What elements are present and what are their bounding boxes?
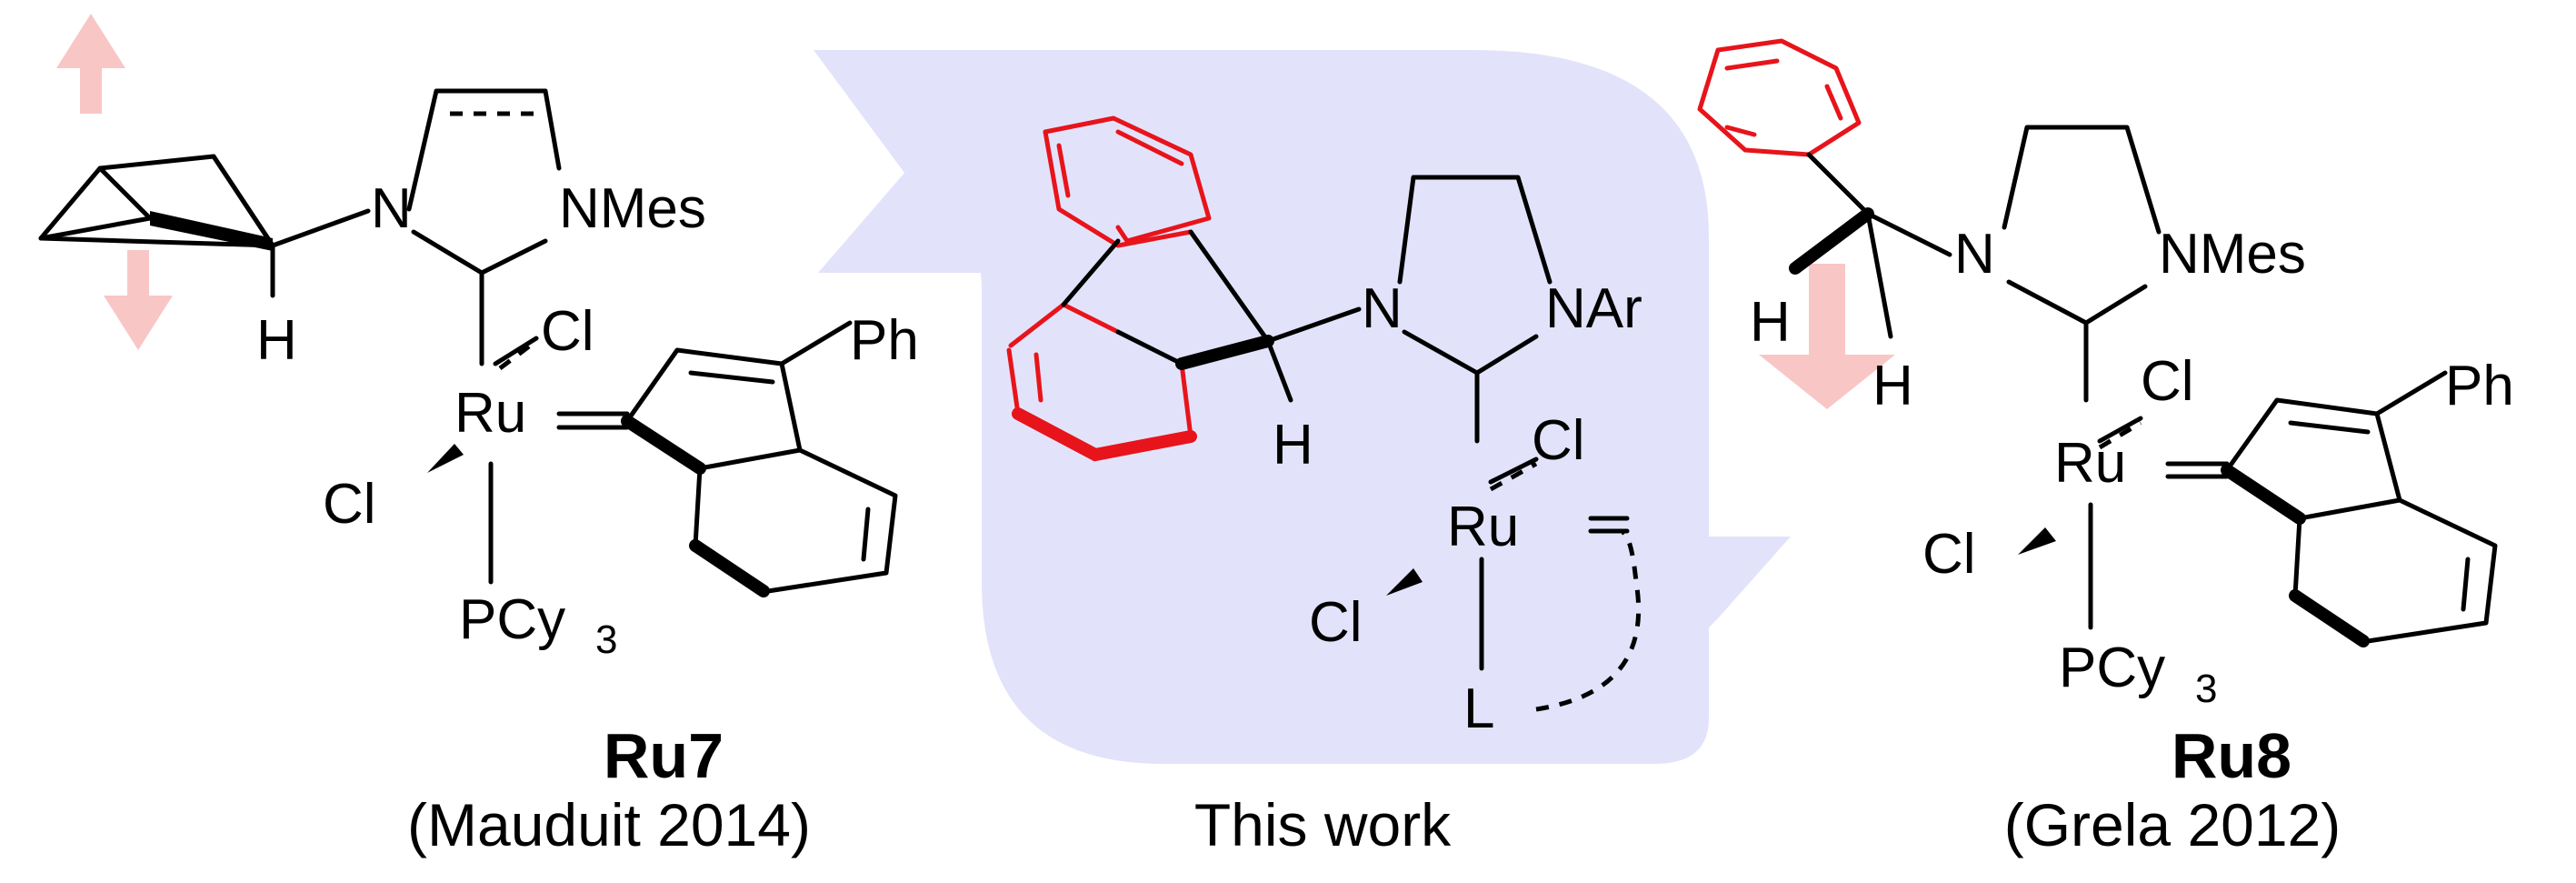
atom-cl-left: Cl — [1309, 591, 1363, 654]
atom-ru: Ru — [2054, 432, 2126, 495]
pink-arrow-icon — [56, 14, 173, 350]
highlight-notch-left — [814, 50, 982, 273]
atom-nmes: NMes — [2159, 223, 2306, 286]
atom-ph: Ph — [850, 309, 919, 372]
atom-cl-top: Cl — [1532, 409, 1585, 472]
structure-this-work: N NAr H Cl Ru Cl L — [1006, 115, 1642, 740]
caption-ru8-reference: (Grela 2012) — [2004, 791, 2341, 858]
caption-this-work: This work — [1194, 791, 1452, 858]
atom-l: L — [1463, 677, 1494, 740]
structure-ru8: N NMes H H Cl Ru Ph Cl PCy 3 — [1697, 38, 2514, 711]
atom-nar: NAr — [1545, 277, 1642, 340]
atom-cl-top: Cl — [2141, 350, 2194, 413]
atom-cl-left: Cl — [1922, 523, 1976, 586]
caption-ru7-name: Ru7 — [604, 720, 724, 791]
atom-ru: Ru — [454, 382, 526, 445]
atom-pcy: PCy — [2059, 637, 2165, 699]
atom-pcy: PCy — [459, 588, 565, 651]
atom-n1: N — [1362, 277, 1403, 340]
atom-cl-left: Cl — [323, 473, 376, 536]
pink-arrow-icon — [1759, 264, 1895, 409]
caption-ru8-name: Ru8 — [2172, 720, 2291, 791]
atom-h2: H — [1872, 355, 1913, 417]
atom-h: H — [1273, 414, 1313, 477]
atom-n1: N — [371, 177, 412, 240]
atom-ru: Ru — [1447, 496, 1519, 558]
atom-nmes: NMes — [559, 177, 706, 240]
atom-cl-top: Cl — [541, 300, 594, 363]
atom-pcy-subscript: 3 — [2195, 667, 2217, 711]
atom-pcy-subscript: 3 — [595, 617, 617, 662]
highlight-background — [814, 50, 1791, 764]
atom-n1: N — [1954, 223, 1995, 286]
structure-ru7: N NMes H Cl Ru Ph Cl PCy 3 — [38, 14, 919, 662]
atom-ph: Ph — [2445, 355, 2514, 417]
atom-h: H — [256, 309, 297, 372]
caption-ru7-reference: (Mauduit 2014) — [407, 791, 811, 858]
atom-h1: H — [1750, 291, 1791, 354]
